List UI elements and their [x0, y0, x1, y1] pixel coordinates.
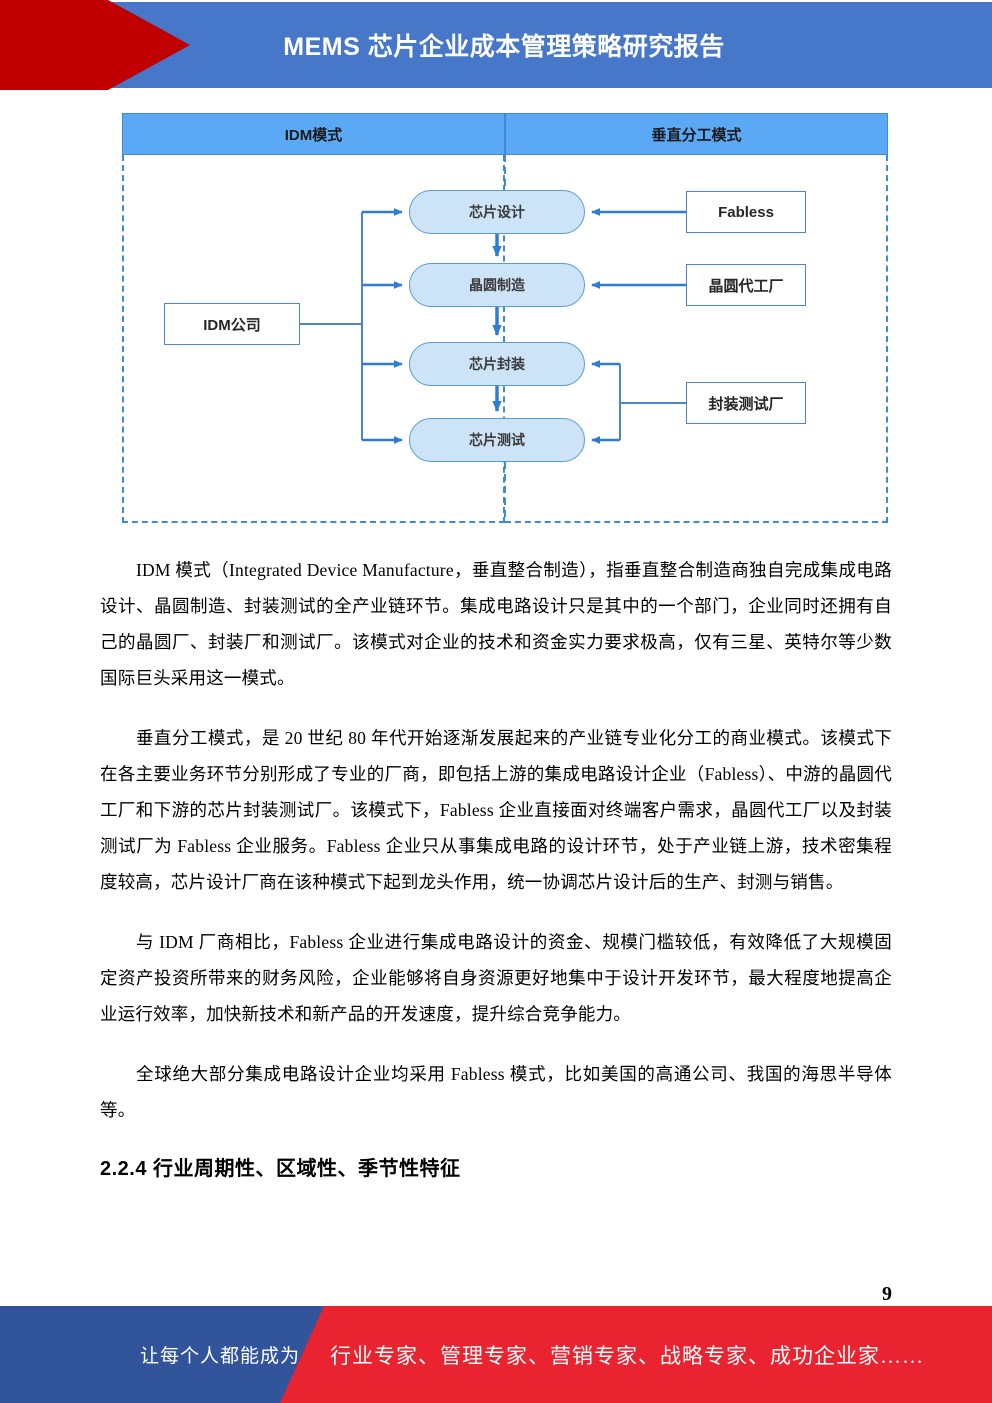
diagram-column-header-idm: IDM模式	[122, 113, 505, 155]
paragraph-fabless-advantages: 与 IDM 厂商相比，Fabless 企业进行集成电路设计的资金、规模门槛较低，…	[100, 932, 892, 1024]
diagram-region-idm	[122, 155, 505, 523]
node-packaging-test-house: 封装测试厂	[686, 382, 806, 424]
paragraph-fabless-global-adoption: 全球绝大部分集成电路设计企业均采用 Fabless 模式，比如美国的高通公司、我…	[100, 1064, 892, 1120]
footer-slogan-right: 行业专家、管理专家、营销专家、战略专家、成功企业家……	[330, 1343, 924, 1368]
process-node-chip-testing: 芯片测试	[409, 418, 585, 462]
process-node-wafer-manufacturing: 晶圆制造	[409, 263, 585, 307]
footer-red-block	[280, 1306, 992, 1403]
paragraph-idm-model: IDM 模式（Integrated Device Manufacture，垂直整…	[100, 560, 892, 688]
footer-blue-block	[0, 1306, 330, 1403]
page-header-banner: MEMS 芯片企业成本管理策略研究报告	[0, 0, 992, 90]
page-number: 9	[882, 1283, 892, 1305]
paragraph-vertical-division-model: 垂直分工模式，是 20 世纪 80 年代开始逐渐发展起来的产业链专业化分工的商业…	[100, 728, 892, 892]
page-title: MEMS 芯片企业成本管理策略研究报告	[283, 33, 725, 61]
page-footer-banner: 让每个人都能成为 行业专家、管理专家、营销专家、战略专家、成功企业家……	[0, 1306, 992, 1403]
section-heading-2-2-4: 2.2.4 行业周期性、区域性、季节性特征	[100, 1158, 461, 1180]
node-wafer-foundry: 晶圆代工厂	[686, 264, 806, 306]
process-node-chip-packaging: 芯片封装	[409, 342, 585, 386]
node-fabless: Fabless	[686, 191, 806, 233]
process-node-chip-design: 芯片设计	[409, 190, 585, 234]
business-model-diagram: IDM模式 垂直分工模式	[122, 113, 888, 523]
document-body: IDM 模式（Integrated Device Manufacture，垂直整…	[100, 552, 892, 1181]
footer-slogan-left: 让每个人都能成为	[139, 1346, 300, 1367]
diagram-region-vertical	[505, 155, 888, 523]
diagram-column-header-vertical: 垂直分工模式	[505, 113, 888, 155]
diagram-connector-lines	[300, 155, 686, 523]
node-idm-company: IDM公司	[164, 303, 300, 345]
